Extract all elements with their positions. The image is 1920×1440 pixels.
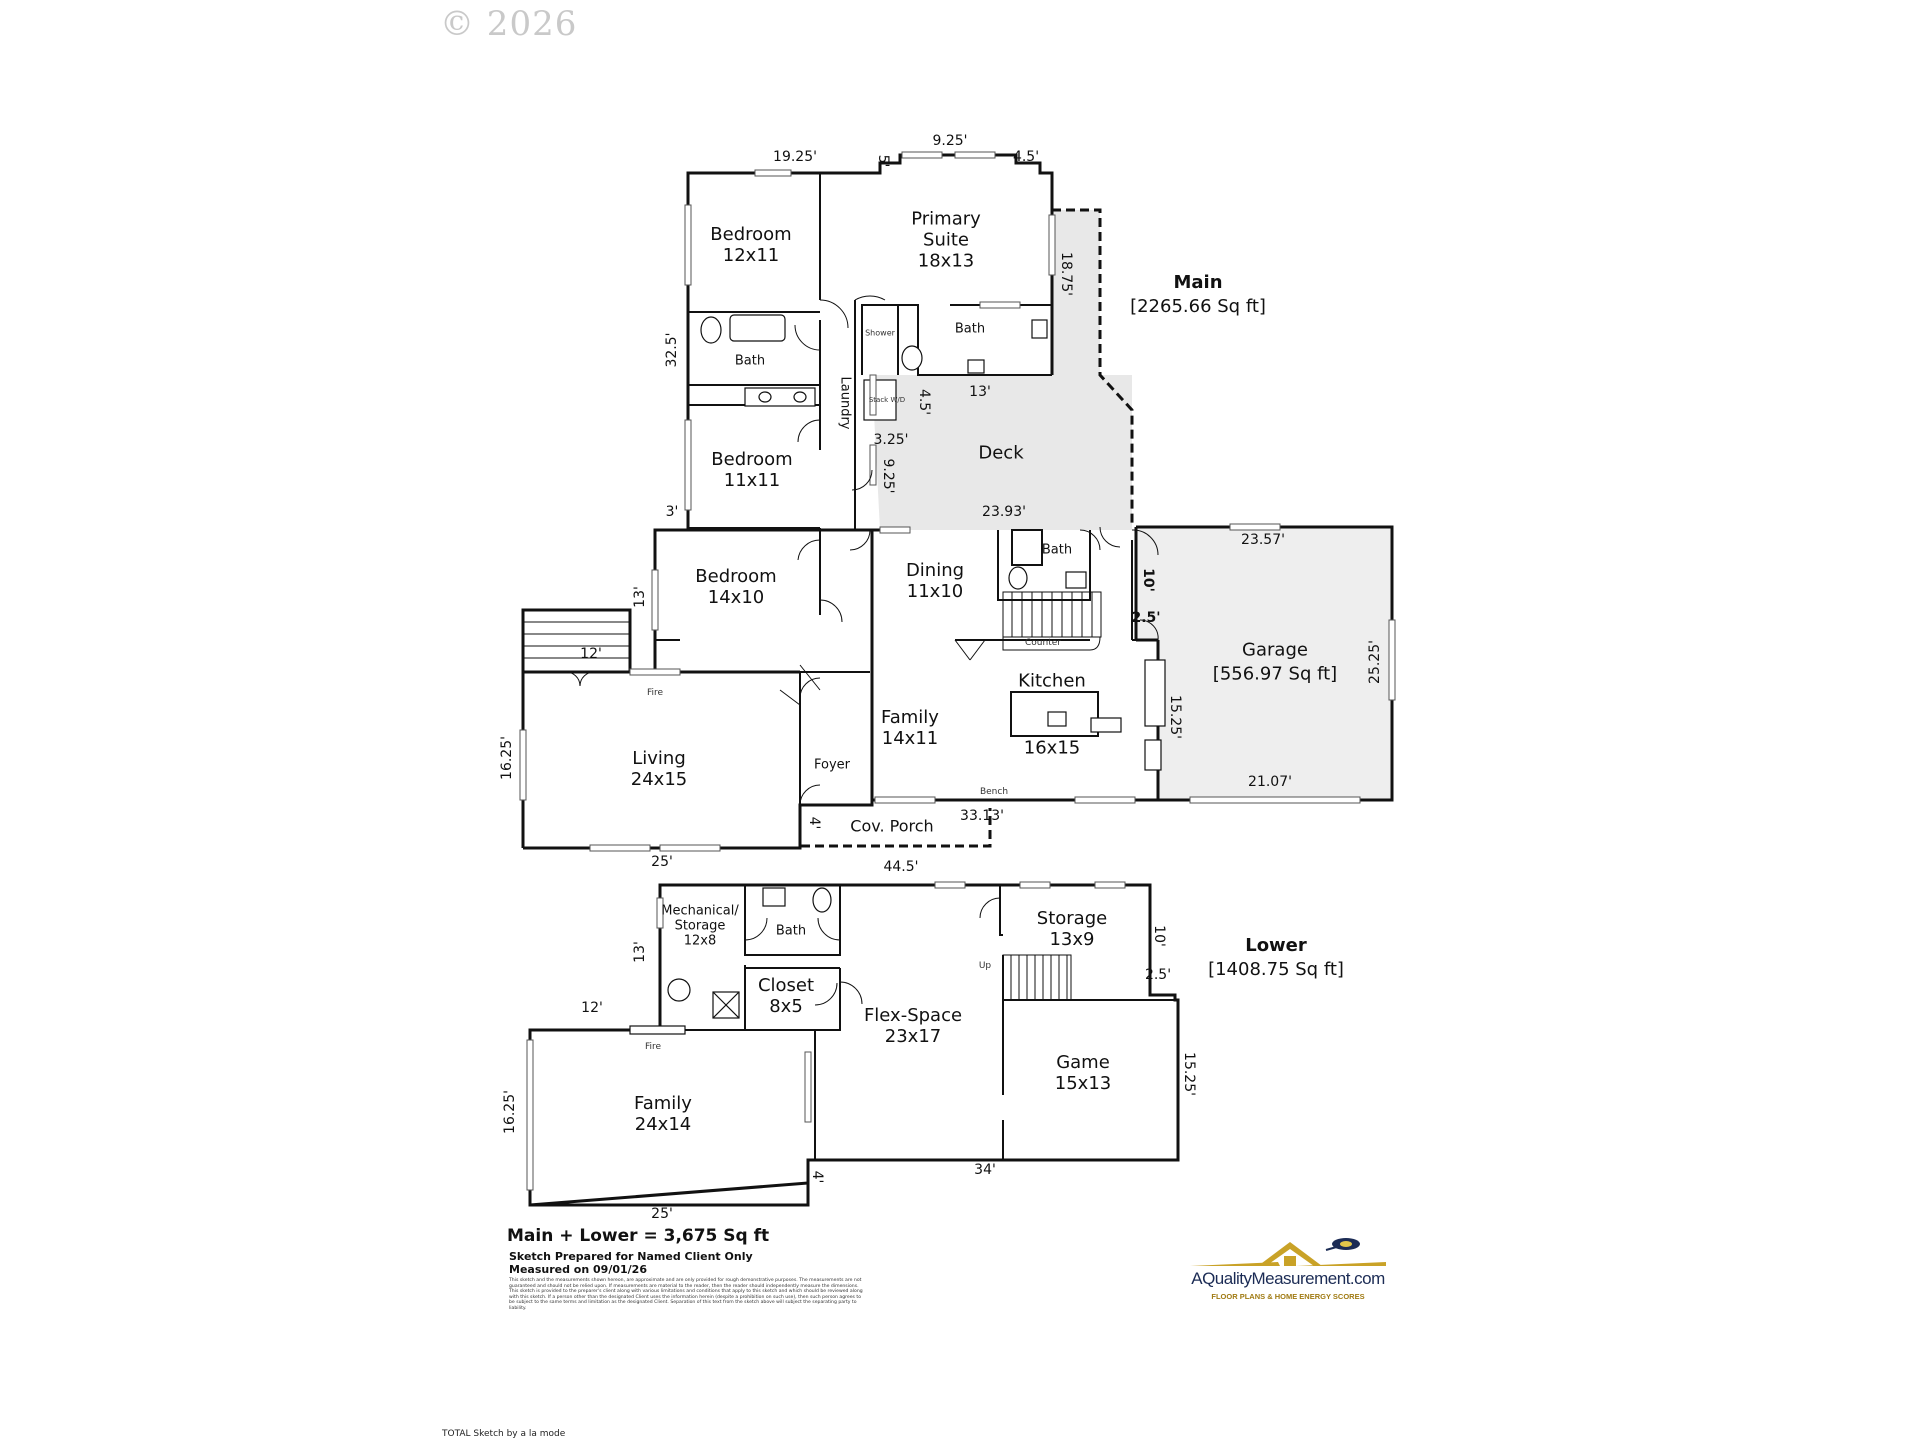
dim-4: 4': [806, 816, 822, 830]
lower-level-title: Lower: [1245, 935, 1307, 956]
copyright-watermark: © 2026: [440, 4, 578, 44]
footer-credit: TOTAL Sketch by a la mode: [442, 1429, 566, 1439]
dim-13b: 13': [632, 586, 648, 608]
room-laundry: Laundry: [837, 376, 853, 430]
lower-windows: [526, 881, 1126, 1191]
stack-wd-label: Stack W/D: [868, 396, 906, 404]
dim-lower-1525: 15.25': [1181, 1052, 1197, 1096]
main-stairs: [1002, 591, 1102, 651]
dim-garage-10: 10': [1140, 568, 1156, 592]
dim-left-325: 32.5': [664, 332, 680, 368]
deck-upper-area: [1052, 210, 1100, 375]
dim-925: 9.25': [880, 458, 896, 494]
room-kitchen-title: Kitchen: [1018, 670, 1086, 692]
dim-12: 12': [580, 646, 602, 662]
deck-outline: [798, 208, 1134, 848]
dim-325: 3.25': [873, 432, 909, 448]
garage-floor: [1136, 527, 1392, 800]
room-bath-primary: Bath: [954, 321, 986, 337]
lower-fixtures: [629, 887, 832, 1035]
dim-lower-1625: 16.25': [502, 1090, 518, 1134]
room-bath-hall: Bath: [734, 353, 766, 369]
dim-garage-2357: 23.57': [1241, 532, 1285, 548]
disclaimer-text: This sketch and the measurements shown h…: [509, 1278, 863, 1311]
logo-tagline: FLOOR PLANS & HOME ENERGY SCORES: [1211, 1292, 1365, 1301]
dim-garage-25: 2.5': [1131, 610, 1161, 626]
lower-door-swings: [744, 897, 1001, 1006]
dim-3313: 33.13': [960, 808, 1004, 824]
counter-label: Counter: [1025, 638, 1061, 648]
dim-top-right: 4.5': [1012, 149, 1040, 165]
dim-garage-2107: 21.07': [1248, 774, 1292, 790]
living-steps: [521, 608, 632, 672]
dim-25: 25': [651, 854, 673, 870]
garage-area: [556.97 Sq ft]: [1212, 663, 1338, 685]
house-logo-icon: [1190, 1238, 1386, 1266]
dim-top-left: 19.25': [773, 149, 817, 165]
room-garage: Garage: [1242, 639, 1308, 661]
dim-lower-13: 13': [632, 941, 648, 963]
room-kitchen-size: 16x15: [1023, 737, 1081, 759]
main-fixtures: [700, 314, 1166, 771]
room-foyer: Foyer: [813, 757, 851, 773]
dim-3: 3': [665, 504, 679, 520]
dim-lower-34: 34': [974, 1162, 996, 1178]
dim-top-mid: 9.25': [932, 133, 968, 149]
main-windows: [519, 151, 1396, 852]
dim-top-5: 5': [875, 154, 891, 168]
living-steps-treads: [523, 621, 630, 659]
dim-1625: 16.25': [499, 736, 515, 780]
main-door-swings: [564, 295, 1159, 806]
main-level-title: Main: [1173, 272, 1223, 293]
room-bath-half: Bath: [1041, 542, 1073, 558]
dim-right-1875: 18.75': [1058, 252, 1074, 296]
dim-lower-25: 2.5': [1144, 967, 1172, 983]
dim-lower-25b: 25': [651, 1206, 673, 1222]
dim-lower-10: 10': [1151, 925, 1167, 947]
fireplace-main-label: Fire: [646, 688, 664, 698]
dim-garage-1525: 15.25': [1167, 695, 1183, 739]
dim-13: 13': [969, 384, 991, 400]
dim-45: 4.5': [916, 388, 932, 416]
bench-label: Bench: [979, 787, 1009, 797]
dim-2393: 23.93': [982, 504, 1026, 520]
lower-level-area: [1408.75 Sq ft]: [1208, 959, 1344, 980]
dim-lower-12: 12': [581, 1000, 603, 1016]
dim-garage-2525: 25.25': [1367, 640, 1383, 684]
fireplace-lower-label: Fire: [644, 1042, 662, 1052]
company-logo: AQualityMeasurement.com FLOOR PLANS & HO…: [1188, 1236, 1388, 1310]
logo-brand-text: AQualityMeasurement.com: [1191, 1269, 1385, 1288]
dim-lower-4: 4': [809, 1170, 825, 1184]
total-square-footage: Main + Lower = 3,675 Sq ft: [507, 1226, 770, 1246]
deck-area: [872, 375, 1132, 530]
main-level-area: [2265.66 Sq ft]: [1130, 296, 1266, 317]
room-deck: Deck: [978, 442, 1024, 464]
stairs-up-label: Up: [978, 961, 992, 971]
room-bath-lower: Bath: [775, 923, 807, 939]
dim-lower-445: 44.5': [883, 859, 919, 875]
room-covered-porch: Cov. Porch: [850, 816, 934, 836]
shower-label: Shower: [865, 328, 895, 338]
lower-stairs: [1002, 954, 1072, 1001]
